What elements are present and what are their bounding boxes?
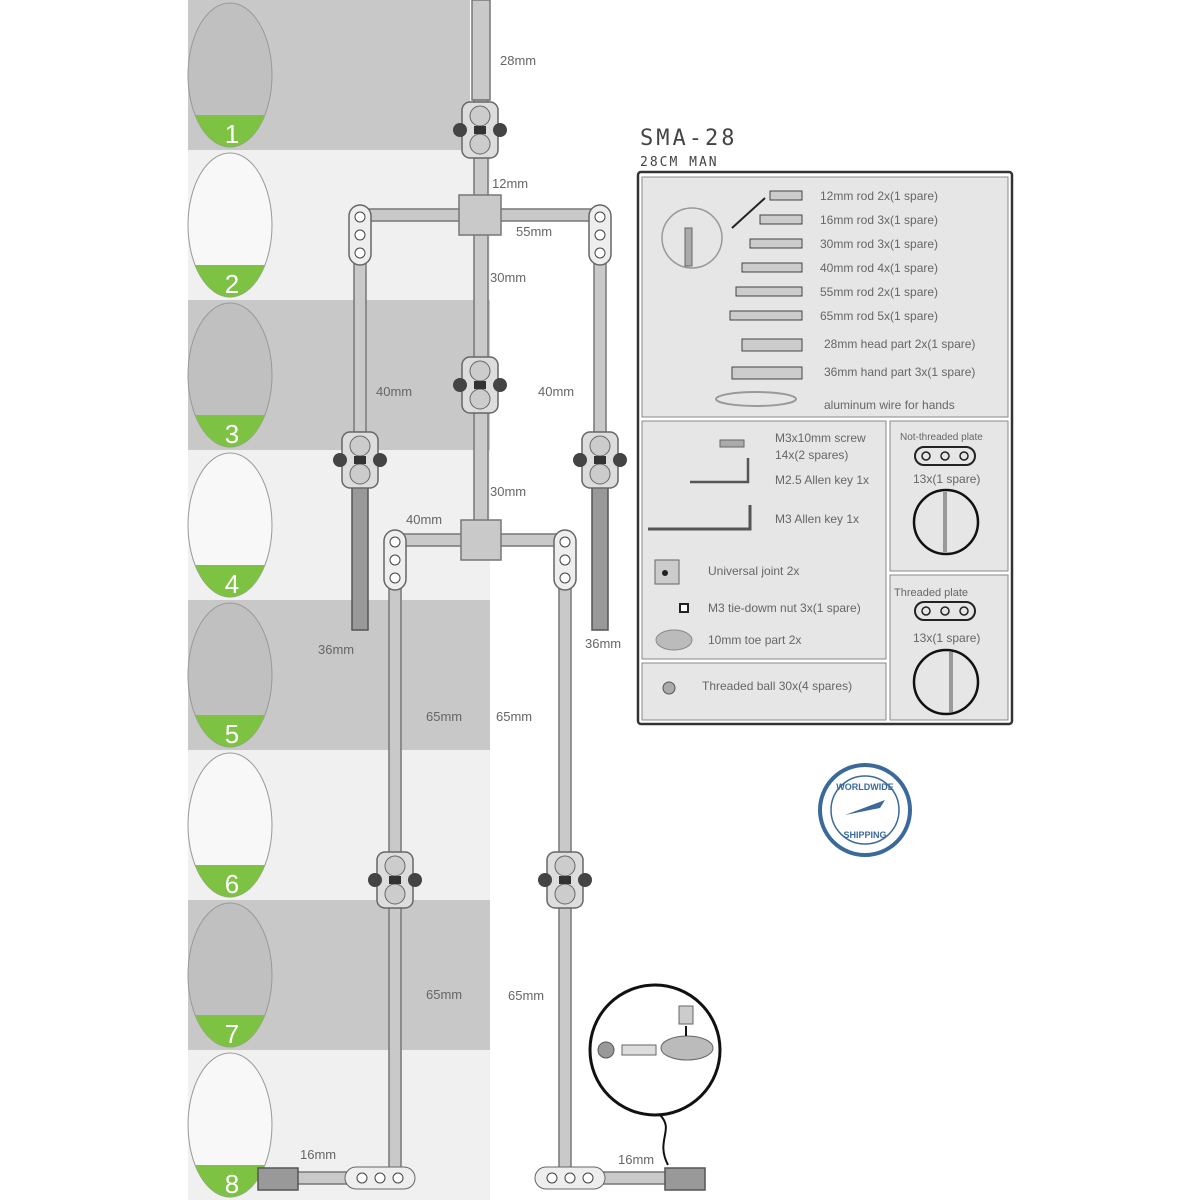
- ball-joint: [573, 431, 627, 489]
- joint-plate: [553, 529, 577, 591]
- allen-key-large-icon: [648, 505, 752, 531]
- scale-number: 4: [225, 569, 239, 599]
- joint-plate: [534, 1166, 606, 1190]
- dim-shoulder: 55mm: [516, 224, 552, 239]
- nut-icon: [679, 603, 689, 613]
- joint-plate: [588, 204, 612, 266]
- dim-hip: 40mm: [406, 512, 442, 527]
- allen-key-small-icon: [690, 458, 750, 484]
- right-hand: [591, 479, 609, 631]
- joint-plate: [348, 204, 372, 266]
- left-toe: [257, 1167, 299, 1191]
- joint-plate: [383, 529, 407, 591]
- scale-number: 6: [225, 869, 239, 899]
- rod-icon: [769, 190, 803, 201]
- ball-joint: [453, 356, 507, 414]
- dim-thigh-right: 65mm: [496, 709, 532, 724]
- dim-hand-right: 36mm: [585, 636, 621, 651]
- svg-text:Universal joint 2x: Universal joint 2x: [708, 564, 799, 578]
- rod-icon: [741, 262, 803, 273]
- screw-icon: [719, 439, 745, 448]
- rod-icon: [729, 310, 803, 321]
- svg-text:M3 Allen key 1x: M3 Allen key 1x: [775, 512, 859, 526]
- parts-list-item: 30mm rod 3x(1 spare): [820, 237, 938, 251]
- ball-joint: [538, 851, 592, 909]
- skeleton: [257, 0, 706, 1191]
- scale-number: 2: [225, 269, 239, 299]
- svg-text:M2.5 Allen key 1x: M2.5 Allen key 1x: [775, 473, 869, 487]
- dim-lower-spine: 30mm: [490, 484, 526, 499]
- parts-list-item: 16mm rod 3x(1 spare): [820, 213, 938, 227]
- right-toe: [664, 1167, 706, 1191]
- plate-icon: [914, 446, 976, 466]
- svg-text:10mm toe part 2x: 10mm toe part 2x: [708, 633, 801, 647]
- lower-universal-joint: [460, 519, 502, 561]
- parts-list-item: 28mm head part 2x(1 spare): [824, 337, 975, 351]
- dim-upper-arm-right: 40mm: [538, 384, 574, 399]
- plane-icon: [845, 800, 885, 815]
- parts-list-item: 55mm rod 2x(1 spare): [820, 285, 938, 299]
- spine-rod: [473, 99, 489, 541]
- parts-list-item: aluminum wire for hands: [824, 398, 955, 412]
- dim-shin-left: 65mm: [426, 987, 462, 1002]
- joint-plate: [344, 1166, 416, 1190]
- ball-joint: [453, 101, 507, 159]
- dimension-labels: 28mm 12mm 55mm 30mm 40mm 40mm 30mm 40mm …: [300, 53, 654, 1167]
- model-title: SMA-28: [640, 126, 737, 151]
- model-subtitle: 28CM MAN: [640, 155, 719, 170]
- scale-number: 8: [225, 1169, 239, 1199]
- scale-marker: 2: [187, 152, 273, 299]
- scale-number: 5: [225, 719, 239, 749]
- rod-icon: [749, 238, 803, 249]
- head-part: [471, 0, 491, 101]
- svg-text:WORLDWIDE: WORLDWIDE: [836, 782, 894, 792]
- height-scale: 1 2 3 4 5 6 7 8: [187, 0, 490, 1200]
- svg-text:13x(1 spare): 13x(1 spare): [913, 472, 980, 486]
- worldwide-shipping-stamp: WORLDWIDE SHIPPING: [818, 763, 912, 857]
- svg-text:Threaded plate: Threaded plate: [894, 587, 968, 599]
- rod-icon: [731, 366, 803, 380]
- parts-list-item: 40mm rod 4x(1 spare): [820, 261, 938, 275]
- scale-number: 3: [225, 419, 239, 449]
- rod-icon: [735, 286, 803, 297]
- svg-text:SHIPPING: SHIPPING: [843, 830, 886, 840]
- dim-foot-right: 16mm: [618, 1152, 654, 1167]
- ball-joint: [333, 431, 387, 489]
- toe-detail-inset: [588, 983, 722, 1166]
- ball-joint: [368, 851, 422, 909]
- threaded-ball-icon: [662, 681, 676, 695]
- wire-icon: [715, 391, 797, 407]
- left-hand: [351, 479, 369, 631]
- dim-upper-spine: 30mm: [490, 270, 526, 285]
- svg-text:14x(2 spares): 14x(2 spares): [775, 448, 848, 462]
- parts-list-item: 65mm rod 5x(1 spare): [820, 309, 938, 323]
- parts-box: 12mm rod 2x(1 spare) 16mm rod 3x(1 spare)…: [636, 170, 1014, 726]
- rod-icon: [741, 338, 803, 352]
- svg-text:13x(1 spare): 13x(1 spare): [913, 631, 980, 645]
- arrow-icon: [731, 197, 766, 229]
- dim-foot-left: 16mm: [300, 1147, 336, 1162]
- rod-icon: [759, 214, 803, 225]
- pointer-arrow-icon: [659, 1114, 669, 1166]
- detail-circle: [661, 207, 723, 269]
- dim-hand-left: 36mm: [318, 642, 354, 657]
- upper-universal-joint: [458, 194, 502, 236]
- toe-part-icon: [655, 629, 693, 651]
- dim-head: 28mm: [500, 53, 536, 68]
- parts-list-item: 36mm hand part 3x(1 spare): [824, 365, 975, 379]
- dim-shin-right: 65mm: [508, 988, 544, 1003]
- svg-text:M3x10mm screw: M3x10mm screw: [775, 431, 866, 445]
- dim-neck: 12mm: [492, 176, 528, 191]
- dim-thigh-left: 65mm: [426, 709, 462, 724]
- svg-text:Not-threaded plate: Not-threaded plate: [900, 432, 983, 443]
- svg-text:Threaded ball 30x(4 spares): Threaded ball 30x(4 spares): [702, 679, 852, 693]
- scale-number: 1: [225, 119, 239, 149]
- scale-number: 7: [225, 1019, 239, 1049]
- dim-upper-arm-left: 40mm: [376, 384, 412, 399]
- parts-list-item: 12mm rod 2x(1 spare): [820, 189, 938, 203]
- svg-text:M3 tie-dowm nut 3x(1 spare): M3 tie-dowm nut 3x(1 spare): [708, 601, 861, 615]
